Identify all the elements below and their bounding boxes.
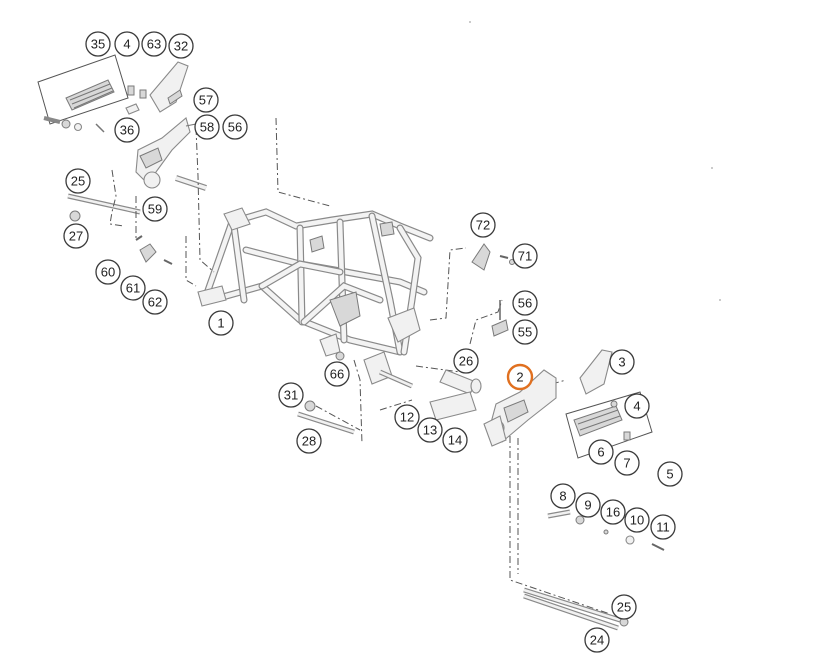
- callout-label: 58: [200, 120, 214, 135]
- callout-label: 5: [666, 467, 673, 482]
- callout-4[interactable]: 4: [624, 393, 650, 419]
- callout-label: 59: [148, 202, 162, 217]
- fasteners-8-11: [547, 509, 665, 551]
- callout-label: 36: [120, 123, 134, 138]
- callout-label: 2: [516, 370, 523, 385]
- callout-label: 63: [147, 37, 161, 52]
- callout-31[interactable]: 31: [278, 382, 304, 408]
- footrest-bracket-right: [579, 349, 613, 395]
- callout-8[interactable]: 8: [550, 483, 576, 509]
- callout-6[interactable]: 6: [588, 439, 614, 465]
- callout-66[interactable]: 66: [324, 361, 350, 387]
- callout-36[interactable]: 36: [114, 117, 140, 143]
- callout-label: 62: [148, 295, 162, 310]
- callout-3[interactable]: 3: [609, 349, 635, 375]
- callout-9[interactable]: 9: [575, 492, 601, 518]
- callout-16[interactable]: 16: [600, 499, 626, 525]
- callout-60[interactable]: 60: [95, 259, 121, 285]
- callout-label: 14: [448, 433, 462, 448]
- callout-25[interactable]: 25: [611, 594, 637, 620]
- callout-56[interactable]: 56: [512, 290, 538, 316]
- callout-12[interactable]: 12: [394, 404, 420, 430]
- main-frame: [197, 207, 434, 385]
- callout-label: 25: [71, 174, 85, 189]
- callout-28[interactable]: 28: [296, 428, 322, 454]
- small-fasteners-left: [43, 85, 147, 133]
- callout-56[interactable]: 56: [222, 114, 248, 140]
- callout-label: 1: [217, 316, 224, 331]
- sleeve-26: [439, 369, 482, 395]
- callout-label: 4: [123, 37, 130, 52]
- callout-label: 28: [302, 434, 316, 449]
- washer-4-right: [610, 400, 618, 408]
- clip-55-56: [491, 300, 509, 337]
- callout-10[interactable]: 10: [624, 507, 650, 533]
- callout-label: 13: [423, 423, 437, 438]
- callout-label: 24: [590, 633, 604, 648]
- callout-label: 7: [623, 456, 630, 471]
- callout-label: 31: [284, 388, 298, 403]
- callout-label: 6: [597, 445, 604, 460]
- callout-4[interactable]: 4: [114, 31, 140, 57]
- callout-label: 32: [174, 39, 188, 54]
- bolt-66: [335, 351, 345, 361]
- callout-59[interactable]: 59: [142, 196, 168, 222]
- callout-2[interactable]: 2: [506, 363, 534, 391]
- callout-label: 57: [199, 93, 213, 108]
- callout-label: 71: [518, 249, 532, 264]
- callout-label: 66: [330, 367, 344, 382]
- callout-35[interactable]: 35: [85, 31, 111, 57]
- callout-1[interactable]: 1: [208, 310, 234, 336]
- footrest-hinge-right: [483, 369, 557, 447]
- callout-72[interactable]: 72: [470, 212, 496, 238]
- callout-32[interactable]: 32: [168, 33, 194, 59]
- callout-5[interactable]: 5: [657, 461, 683, 487]
- callout-71[interactable]: 71: [512, 243, 538, 269]
- callout-label: 3: [618, 355, 625, 370]
- bolt-24-25-right: [523, 587, 629, 631]
- callout-label: 60: [101, 265, 115, 280]
- callout-27[interactable]: 27: [63, 223, 89, 249]
- bolt-28-31: [297, 400, 355, 435]
- callout-62[interactable]: 62: [142, 289, 168, 315]
- fasteners-12-14: [378, 369, 477, 421]
- callout-26[interactable]: 26: [453, 348, 479, 374]
- callout-label: 12: [400, 410, 414, 425]
- footrest-bracket-left: [149, 61, 189, 113]
- callout-label: 8: [559, 489, 566, 504]
- footpeg-detail-box-left: [37, 54, 140, 125]
- callout-label: 25: [617, 600, 631, 615]
- switch-parts-60-62: [135, 235, 173, 265]
- callout-13[interactable]: 13: [417, 417, 443, 443]
- footpeg-detail-box-right: [565, 391, 653, 459]
- callout-25[interactable]: 25: [65, 168, 91, 194]
- callout-label: 72: [476, 218, 490, 233]
- callout-24[interactable]: 24: [584, 627, 610, 653]
- callout-63[interactable]: 63: [141, 31, 167, 57]
- callout-14[interactable]: 14: [442, 427, 468, 453]
- callout-61[interactable]: 61: [120, 275, 146, 301]
- callout-58[interactable]: 58: [194, 114, 220, 140]
- callout-55[interactable]: 55: [512, 319, 538, 345]
- bolt-25-left: [67, 193, 141, 222]
- callout-label: 10: [630, 513, 644, 528]
- shift-lever-assembly: [135, 117, 207, 191]
- callout-label: 35: [91, 37, 105, 52]
- callout-label: 55: [518, 325, 532, 340]
- callout-57[interactable]: 57: [193, 87, 219, 113]
- callout-label: 26: [459, 354, 473, 369]
- callout-label: 56: [228, 120, 242, 135]
- cover-plate-72: [471, 243, 515, 271]
- callout-label: 16: [606, 505, 620, 520]
- leader-lines: [109, 117, 611, 615]
- callout-7[interactable]: 7: [614, 450, 640, 476]
- callout-label: 11: [656, 520, 670, 535]
- callout-label: 27: [69, 229, 83, 244]
- callout-11[interactable]: 11: [650, 514, 676, 540]
- callout-label: 9: [584, 498, 591, 513]
- callout-label: 61: [126, 281, 140, 296]
- callout-label: 4: [633, 399, 640, 414]
- callout-label: 56: [518, 296, 532, 311]
